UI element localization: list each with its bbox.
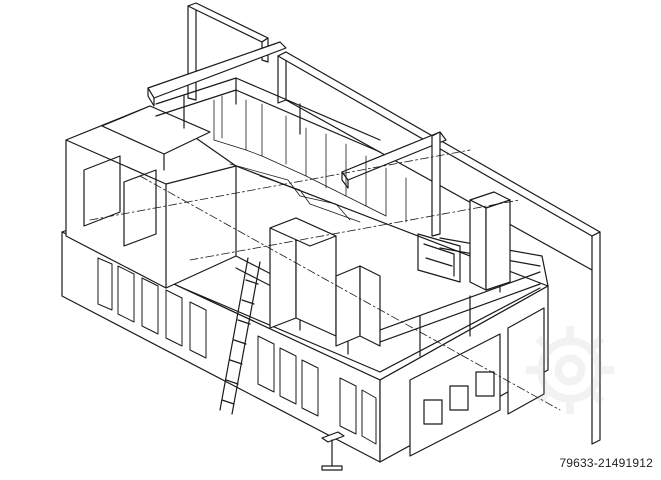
ladder xyxy=(220,258,260,414)
center-lines xyxy=(90,150,560,410)
overhead-beam-left xyxy=(148,42,286,106)
image-id-caption: 79633-21491912 xyxy=(557,456,655,470)
upper-housing xyxy=(102,106,210,170)
equipment-frame xyxy=(418,234,460,282)
operator-pedestal xyxy=(322,432,344,470)
control-cabinet-1 xyxy=(270,218,336,336)
control-cabinet-2 xyxy=(336,266,380,346)
gear-icon xyxy=(525,325,615,415)
cabinet-right-front xyxy=(410,308,544,456)
tower-cabinet-right xyxy=(470,192,510,290)
cabinet-doors xyxy=(98,258,376,444)
piping-detail xyxy=(214,96,406,222)
